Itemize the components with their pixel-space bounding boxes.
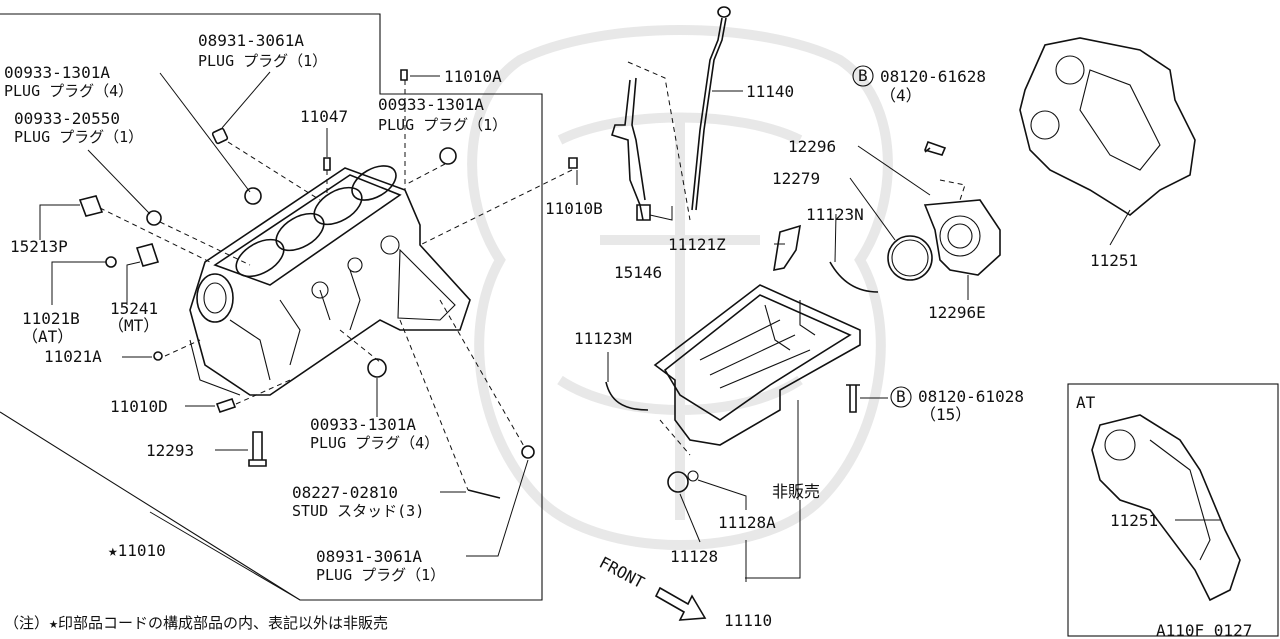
label-00933-1301a-left-desc: PLUG プラグ（4）: [4, 82, 133, 100]
bolt-prefix-bottom: B: [896, 387, 906, 406]
label-12279: 12279: [772, 169, 820, 188]
label-15213p: 15213P: [10, 237, 68, 256]
label-at-box: AT: [1076, 393, 1096, 412]
label-11128: 11128: [670, 547, 718, 566]
label-00933-1301a-right: 00933-1301A: [378, 95, 484, 114]
label-08931-bottom-desc: PLUG プラグ（1）: [316, 566, 445, 584]
label-11251-at: 11251: [1110, 511, 1158, 530]
label-11251-top: 11251: [1090, 251, 1138, 270]
block-guides: [99, 80, 573, 491]
at-box: [1067, 383, 1279, 637]
figure-code: A110F 0127: [1156, 621, 1252, 639]
label-08227-02810: 08227-02810: [292, 483, 398, 502]
label-11110: 11110: [724, 611, 772, 630]
leader-lines: [39, 71, 1220, 601]
label-11010b: 11010B: [545, 199, 603, 218]
label-12293: 12293: [146, 441, 194, 460]
label-00933-20550: 00933-20550: [14, 109, 120, 128]
rear-plate-at: [1091, 414, 1241, 602]
watermark-emblem: [467, 25, 893, 550]
label-00933-1301a-bottom: 00933-1301A: [310, 415, 416, 434]
label-08120-61028: 08120-61028: [918, 387, 1024, 406]
label-08931-top-desc: PLUG プラグ（1）: [198, 52, 327, 70]
oil-level-gauge: [611, 6, 731, 221]
label-15241-note: （MT）: [108, 316, 159, 335]
label-08931-bottom: 08931-3061A: [316, 547, 422, 566]
label-08227-02810-desc: STUD スタッド(3): [292, 502, 424, 520]
label-00933-20550-desc: PLUG プラグ（1）: [14, 128, 143, 146]
label-11010a: 11010A: [444, 67, 502, 86]
label-00933-1301a-left: 00933-1301A: [4, 63, 110, 82]
label-not-for-sale: 非販売: [772, 482, 820, 501]
label-08120-61628: 08120-61628: [880, 67, 986, 86]
label-08120-61628-qty: （4）: [880, 86, 922, 105]
rear-oil-seal-retainer: [887, 140, 1001, 281]
label-11021a: 11021A: [44, 347, 102, 366]
label-08120-61028-qty: （15）: [920, 405, 971, 424]
label-12296: 12296: [788, 137, 836, 156]
front-arrow-icon: [654, 586, 707, 621]
bolt-prefix-top: B: [858, 66, 868, 85]
label-11123n: 11123N: [806, 205, 864, 224]
cylinder-block: [189, 165, 471, 396]
label-08931-top: 08931-3061A: [198, 31, 304, 50]
label-11021b-note: （AT）: [22, 327, 73, 346]
footnote: （注）★印部品コードの構成部品の内、表記以外は非販売: [4, 614, 388, 632]
oil-pan: [605, 224, 879, 493]
rear-plate: [1019, 37, 1196, 216]
label-11010-star: ★11010: [108, 541, 166, 560]
bolt-marker-icons: [852, 65, 912, 408]
label-11010d: 11010D: [110, 397, 168, 416]
label-11128a: 11128A: [718, 513, 776, 532]
block-small-parts: [78, 69, 578, 499]
label-front: FRONT: [596, 553, 648, 593]
label-15241: 15241: [110, 299, 158, 318]
label-11121z: 11121Z: [668, 235, 726, 254]
label-11021b: 11021B: [22, 309, 80, 328]
label-00933-1301a-right-desc: PLUG プラグ（1）: [378, 116, 507, 134]
label-11123m: 11123M: [574, 329, 632, 348]
label-11140: 11140: [746, 82, 794, 101]
label-12296e: 12296E: [928, 303, 986, 322]
label-11047: 11047: [300, 107, 348, 126]
part-labels: 08931-3061A PLUG プラグ（1） 00933-1301A PLUG…: [4, 31, 1252, 639]
label-00933-1301a-bottom-desc: PLUG プラグ（4）: [310, 434, 439, 452]
label-15146: 15146: [614, 263, 662, 282]
